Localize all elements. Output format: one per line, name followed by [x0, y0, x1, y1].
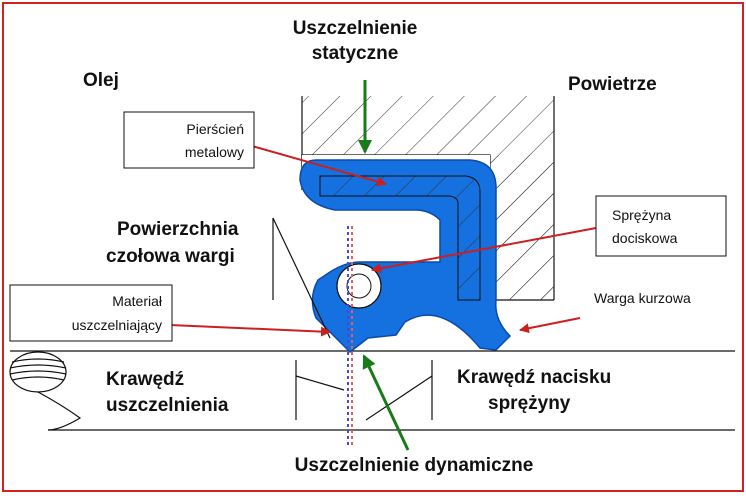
material-label-2: uszczelniający — [72, 317, 162, 333]
spring — [336, 263, 382, 309]
spring-label-1: Sprężyna — [612, 207, 671, 223]
spring-edge-label-1: Krawędź nacisku — [457, 367, 611, 388]
lip-face-label-2: czołowa wargi — [106, 246, 235, 267]
metal-ring-label-1: Pierścień — [186, 121, 244, 137]
seal-edge-label-2: uszczelnienia — [106, 395, 229, 416]
dynamic-seal-label: Uszczelnienie dynamiczne — [295, 455, 534, 476]
air-label: Powietrze — [568, 74, 657, 95]
dust-lip-arrow — [519, 317, 581, 334]
outer-frame — [2, 2, 744, 492]
shaft-break-symbol — [9, 351, 82, 431]
metal-ring-label-box — [123, 111, 255, 169]
lip-face-label-1: Powierzchnia — [117, 219, 239, 240]
metal-ring-arrow — [251, 145, 387, 187]
material-label-box — [9, 284, 173, 342]
oil-label: Olej — [83, 70, 119, 91]
static-seal-label-2: statyczne — [312, 43, 399, 64]
static-seal-label-1: Uszczelnienie — [293, 18, 418, 39]
dust-lip-label: Warga kurzowa — [594, 290, 691, 306]
spring-label-2: dociskowa — [612, 230, 678, 246]
metal-ring-label-2: metalowy — [185, 144, 244, 160]
spring-edge-label-2: sprężyny — [488, 393, 571, 414]
spring-edge-zigzag-2 — [295, 375, 345, 391]
spring-label-box — [595, 195, 727, 257]
dynamic-seal-arrow — [362, 354, 410, 451]
spring-edge-zigzag-3 — [365, 375, 433, 421]
seal-edge-label-1: Krawędź — [106, 369, 184, 390]
material-label-1: Materiał — [112, 293, 163, 309]
material-arrow — [169, 324, 331, 337]
lip-face-line — [272, 217, 331, 339]
metal-ring — [319, 175, 481, 301]
spring-arrow — [371, 227, 597, 274]
